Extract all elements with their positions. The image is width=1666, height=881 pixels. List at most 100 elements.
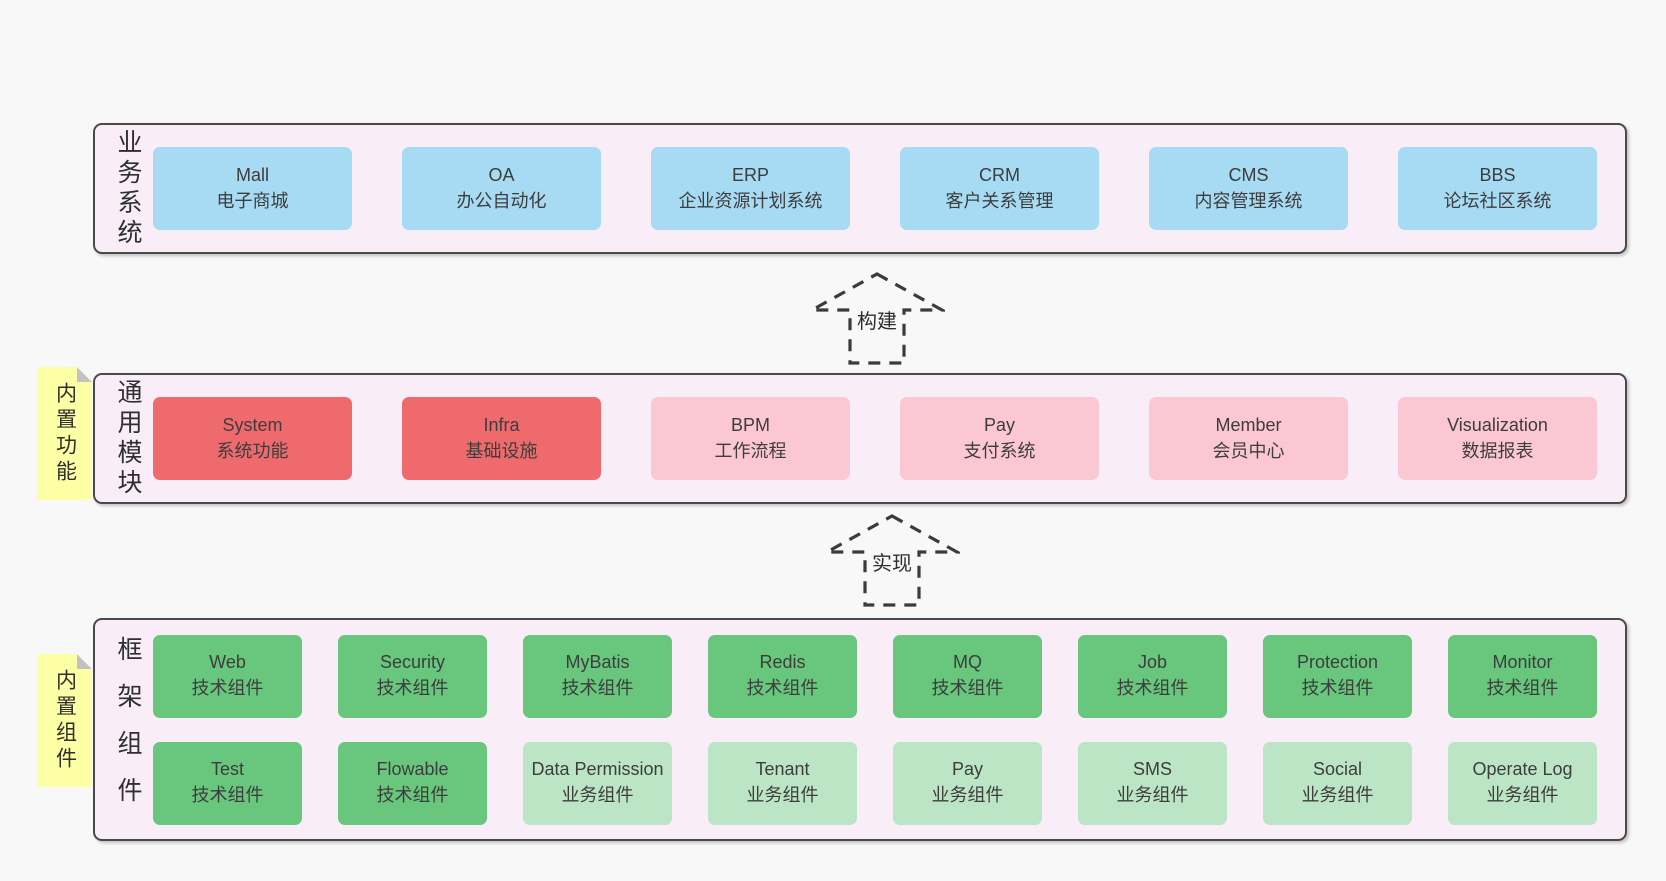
box-title: ERP xyxy=(731,164,769,185)
sticky-note-builtin-components: 内置组件 xyxy=(37,654,92,787)
box-subtitle: 技术组件 xyxy=(191,785,264,805)
framework-box-row-2: Test 技术组件 Flowable 技术组件 Data Permission … xyxy=(153,741,1597,825)
up-arrow-icon xyxy=(809,272,945,365)
box-subtitle: 业务组件 xyxy=(1301,785,1374,805)
box-title: System xyxy=(222,414,283,435)
box-subtitle: 业务组件 xyxy=(931,785,1004,805)
box-title: Monitor xyxy=(1492,652,1553,673)
box-cms: CMS 内容管理系统 xyxy=(1149,147,1348,230)
box-title: MyBatis xyxy=(565,652,630,673)
box-title: Member xyxy=(1215,414,1282,435)
panel-common-modules: 通用模块 System 系统功能 Infra 基础设施 BPM 工作流程 Pay… xyxy=(93,373,1627,504)
box-flowable: Flowable 技术组件 xyxy=(338,741,487,825)
box-title: MQ xyxy=(953,652,982,673)
box-title: Redis xyxy=(759,652,806,673)
panel-label-common-modules: 通用模块 xyxy=(114,378,142,499)
box-subtitle: 会员中心 xyxy=(1212,440,1285,461)
box-title: Protection xyxy=(1296,652,1379,673)
box-title: Mall xyxy=(235,164,269,185)
box-web: Web 技术组件 xyxy=(153,634,302,718)
box-subtitle: 业务组件 xyxy=(1116,785,1189,805)
box-title: BPM xyxy=(730,414,770,435)
box-subtitle: 业务组件 xyxy=(561,785,634,805)
box-subtitle: 技术组件 xyxy=(191,678,264,698)
folded-corner-icon xyxy=(77,654,92,669)
box-subtitle: 业务组件 xyxy=(1486,785,1559,805)
box-subtitle: 技术组件 xyxy=(561,678,634,698)
build-arrow: 构建 xyxy=(809,271,945,367)
box-operate-log: Operate Log 业务组件 xyxy=(1448,741,1597,825)
business-boxes-area: Mall 电子商城 OA 办公自动化 ERP 企业资源计划系统 CRM 客户关系… xyxy=(149,125,1625,252)
box-pay-module: Pay 支付系统 xyxy=(900,397,1099,480)
box-mq: MQ 技术组件 xyxy=(893,634,1042,718)
box-subtitle: 技术组件 xyxy=(931,678,1004,698)
box-subtitle: 工作流程 xyxy=(714,440,787,461)
box-title: Security xyxy=(379,652,446,673)
box-title: SMS xyxy=(1132,759,1172,780)
build-arrow-label: 构建 xyxy=(853,304,901,335)
box-title: OA xyxy=(488,164,515,185)
box-subtitle: 技术组件 xyxy=(746,678,819,698)
box-title: Data Permission xyxy=(531,759,664,780)
box-subtitle: 电子商城 xyxy=(216,190,289,211)
box-title: Pay xyxy=(983,414,1016,435)
box-member: Member 会员中心 xyxy=(1149,397,1348,480)
sticky-label: 内置组件 xyxy=(53,668,77,773)
box-system: System 系统功能 xyxy=(153,397,352,480)
box-security: Security 技术组件 xyxy=(338,634,487,718)
box-subtitle: 技术组件 xyxy=(1486,678,1559,698)
box-erp: ERP 企业资源计划系统 xyxy=(651,147,850,230)
box-subtitle: 内容管理系统 xyxy=(1194,190,1303,211)
box-title: CMS xyxy=(1228,164,1269,185)
implement-arrow: 实现 xyxy=(824,513,960,609)
panel-label-business-systems: 业务系统 xyxy=(114,128,142,249)
sticky-note-builtin-features: 内置功能 xyxy=(37,367,92,500)
box-subtitle: 客户关系管理 xyxy=(945,190,1054,211)
framework-boxes-area: Web 技术组件 Security 技术组件 MyBatis 技术组件 Redi… xyxy=(149,620,1625,839)
box-subtitle: 技术组件 xyxy=(1301,678,1374,698)
box-subtitle: 基础设施 xyxy=(465,440,538,461)
box-subtitle: 技术组件 xyxy=(1116,678,1189,698)
box-subtitle: 技术组件 xyxy=(376,785,449,805)
implement-arrow-label: 实现 xyxy=(868,546,916,577)
box-subtitle: 论坛社区系统 xyxy=(1443,190,1552,211)
box-title: BBS xyxy=(1479,164,1516,185)
box-title: Flowable xyxy=(376,759,449,780)
box-social: Social 业务组件 xyxy=(1263,741,1412,825)
box-job: Job 技术组件 xyxy=(1078,634,1227,718)
box-title: Visualization xyxy=(1447,414,1548,435)
box-title: CRM xyxy=(979,164,1020,185)
box-bbs: BBS 论坛社区系统 xyxy=(1398,147,1597,230)
box-pay-component: Pay 业务组件 xyxy=(893,741,1042,825)
box-subtitle: 数据报表 xyxy=(1461,440,1534,461)
box-title: Test xyxy=(210,759,244,780)
box-tenant: Tenant 业务组件 xyxy=(708,741,857,825)
box-subtitle: 支付系统 xyxy=(963,440,1036,461)
box-data-permission: Data Permission 业务组件 xyxy=(523,741,672,825)
box-mybatis: MyBatis 技术组件 xyxy=(523,634,672,718)
modules-boxes-area: System 系统功能 Infra 基础设施 BPM 工作流程 Pay 支付系统… xyxy=(149,375,1625,502)
box-title: Job xyxy=(1137,652,1168,673)
folded-corner-icon xyxy=(77,367,92,382)
box-subtitle: 业务组件 xyxy=(746,785,819,805)
box-title: Tenant xyxy=(755,759,810,780)
modules-box-row: System 系统功能 Infra 基础设施 BPM 工作流程 Pay 支付系统… xyxy=(153,397,1597,480)
box-title: Infra xyxy=(483,414,520,435)
box-oa: OA 办公自动化 xyxy=(402,147,601,230)
framework-box-row-1: Web 技术组件 Security 技术组件 MyBatis 技术组件 Redi… xyxy=(153,634,1597,718)
panel-framework-components: 框架组件 Web 技术组件 Security 技术组件 MyBatis 技术组件… xyxy=(93,618,1627,841)
box-bpm: BPM 工作流程 xyxy=(651,397,850,480)
box-subtitle: 企业资源计划系统 xyxy=(678,190,823,211)
box-mall: Mall 电子商城 xyxy=(153,147,352,230)
panel-business-systems: 业务系统 Mall 电子商城 OA 办公自动化 ERP 企业资源计划系统 CRM… xyxy=(93,123,1627,254)
box-title: Operate Log xyxy=(1472,759,1573,780)
business-box-row: Mall 电子商城 OA 办公自动化 ERP 企业资源计划系统 CRM 客户关系… xyxy=(153,147,1597,230)
box-title: Pay xyxy=(951,759,984,780)
box-subtitle: 系统功能 xyxy=(216,440,289,461)
box-subtitle: 办公自动化 xyxy=(456,190,547,211)
up-arrow-icon xyxy=(824,514,960,607)
box-visualization: Visualization 数据报表 xyxy=(1398,397,1597,480)
panel-label-framework-components: 框架组件 xyxy=(114,635,142,824)
box-subtitle: 技术组件 xyxy=(376,678,449,698)
box-sms: SMS 业务组件 xyxy=(1078,741,1227,825)
